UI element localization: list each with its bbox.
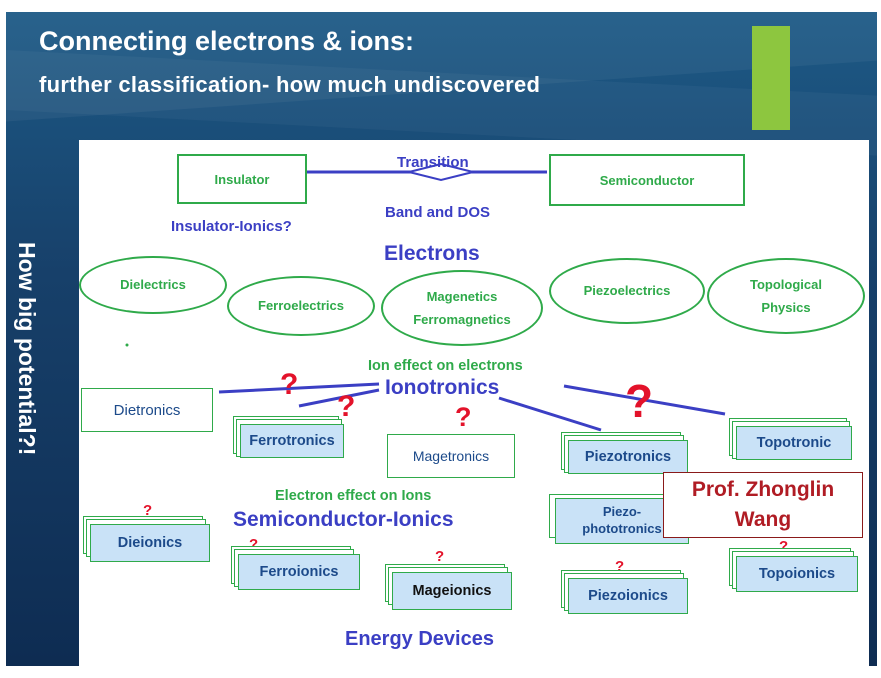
piezoionics-stack: Piezoionics	[561, 570, 691, 614]
question-mark: ?	[143, 502, 153, 519]
ferrotronics-stack: Ferrotronics	[233, 416, 349, 460]
question-mark: ?	[615, 558, 625, 575]
topotronic-stack: Topotronic	[729, 418, 855, 462]
electron-effect-label: Electron effect on Ions	[275, 488, 432, 504]
dielectrics-oval: Dielectrics	[79, 256, 227, 314]
question-mark: ?	[435, 548, 445, 565]
side-label: How big potential?!	[14, 242, 40, 456]
piezotronics-stack: Piezotronics	[561, 432, 691, 476]
prof-label: Prof. Zhonglin Wang	[663, 472, 863, 538]
question-mark: ?	[625, 375, 654, 427]
magnetics-oval: Magenetics Ferromagnetics	[381, 270, 543, 346]
topoionics-stack: Topoionics	[729, 548, 859, 592]
piezoelectrics-oval: Piezoelectrics	[549, 258, 705, 324]
dieionics-stack: Dieionics	[83, 516, 213, 562]
semiconductor-ionics-label: Semiconductor-Ionics	[233, 508, 454, 531]
energy-devices-label: Energy Devices	[345, 628, 494, 650]
mageionics-stack: Mageionics	[385, 564, 515, 610]
slide-background: Connecting electrons & ions: further cla…	[6, 12, 877, 666]
diagram-panel: Insulator Semiconductor Transition Band …	[79, 140, 869, 666]
ion-effect-label: Ion effect on electrons	[368, 358, 523, 374]
topological-oval: Topological Physics	[707, 258, 865, 334]
insulator-ionics-label: Insulator-Ionics?	[171, 218, 292, 235]
transition-label: Transition	[397, 154, 469, 171]
question-mark: ?	[779, 538, 789, 555]
question-mark: ?	[455, 402, 472, 432]
question-mark: ?	[337, 390, 356, 423]
slide-title: Connecting electrons & ions:	[39, 26, 415, 56]
question-mark: ?	[249, 536, 259, 553]
insulator-box: Insulator	[177, 154, 307, 204]
semiconductor-box: Semiconductor	[549, 154, 745, 206]
ferroelectrics-oval: Ferroelectrics	[227, 276, 375, 336]
band-dos-label: Band and DOS	[385, 204, 491, 221]
dietronics-box: Dietronics	[81, 388, 213, 432]
question-mark: ?	[280, 368, 299, 401]
electrons-heading: Electrons	[384, 242, 480, 265]
ferroionics-stack: Ferroionics	[231, 546, 361, 590]
ionotronics-label: Ionotronics	[385, 376, 500, 399]
slide-subtitle: further classification- how much undisco…	[39, 72, 541, 97]
magetronics-box: Magetronics	[387, 434, 515, 478]
accent-bar	[752, 26, 790, 130]
connector-lines	[125, 162, 726, 432]
